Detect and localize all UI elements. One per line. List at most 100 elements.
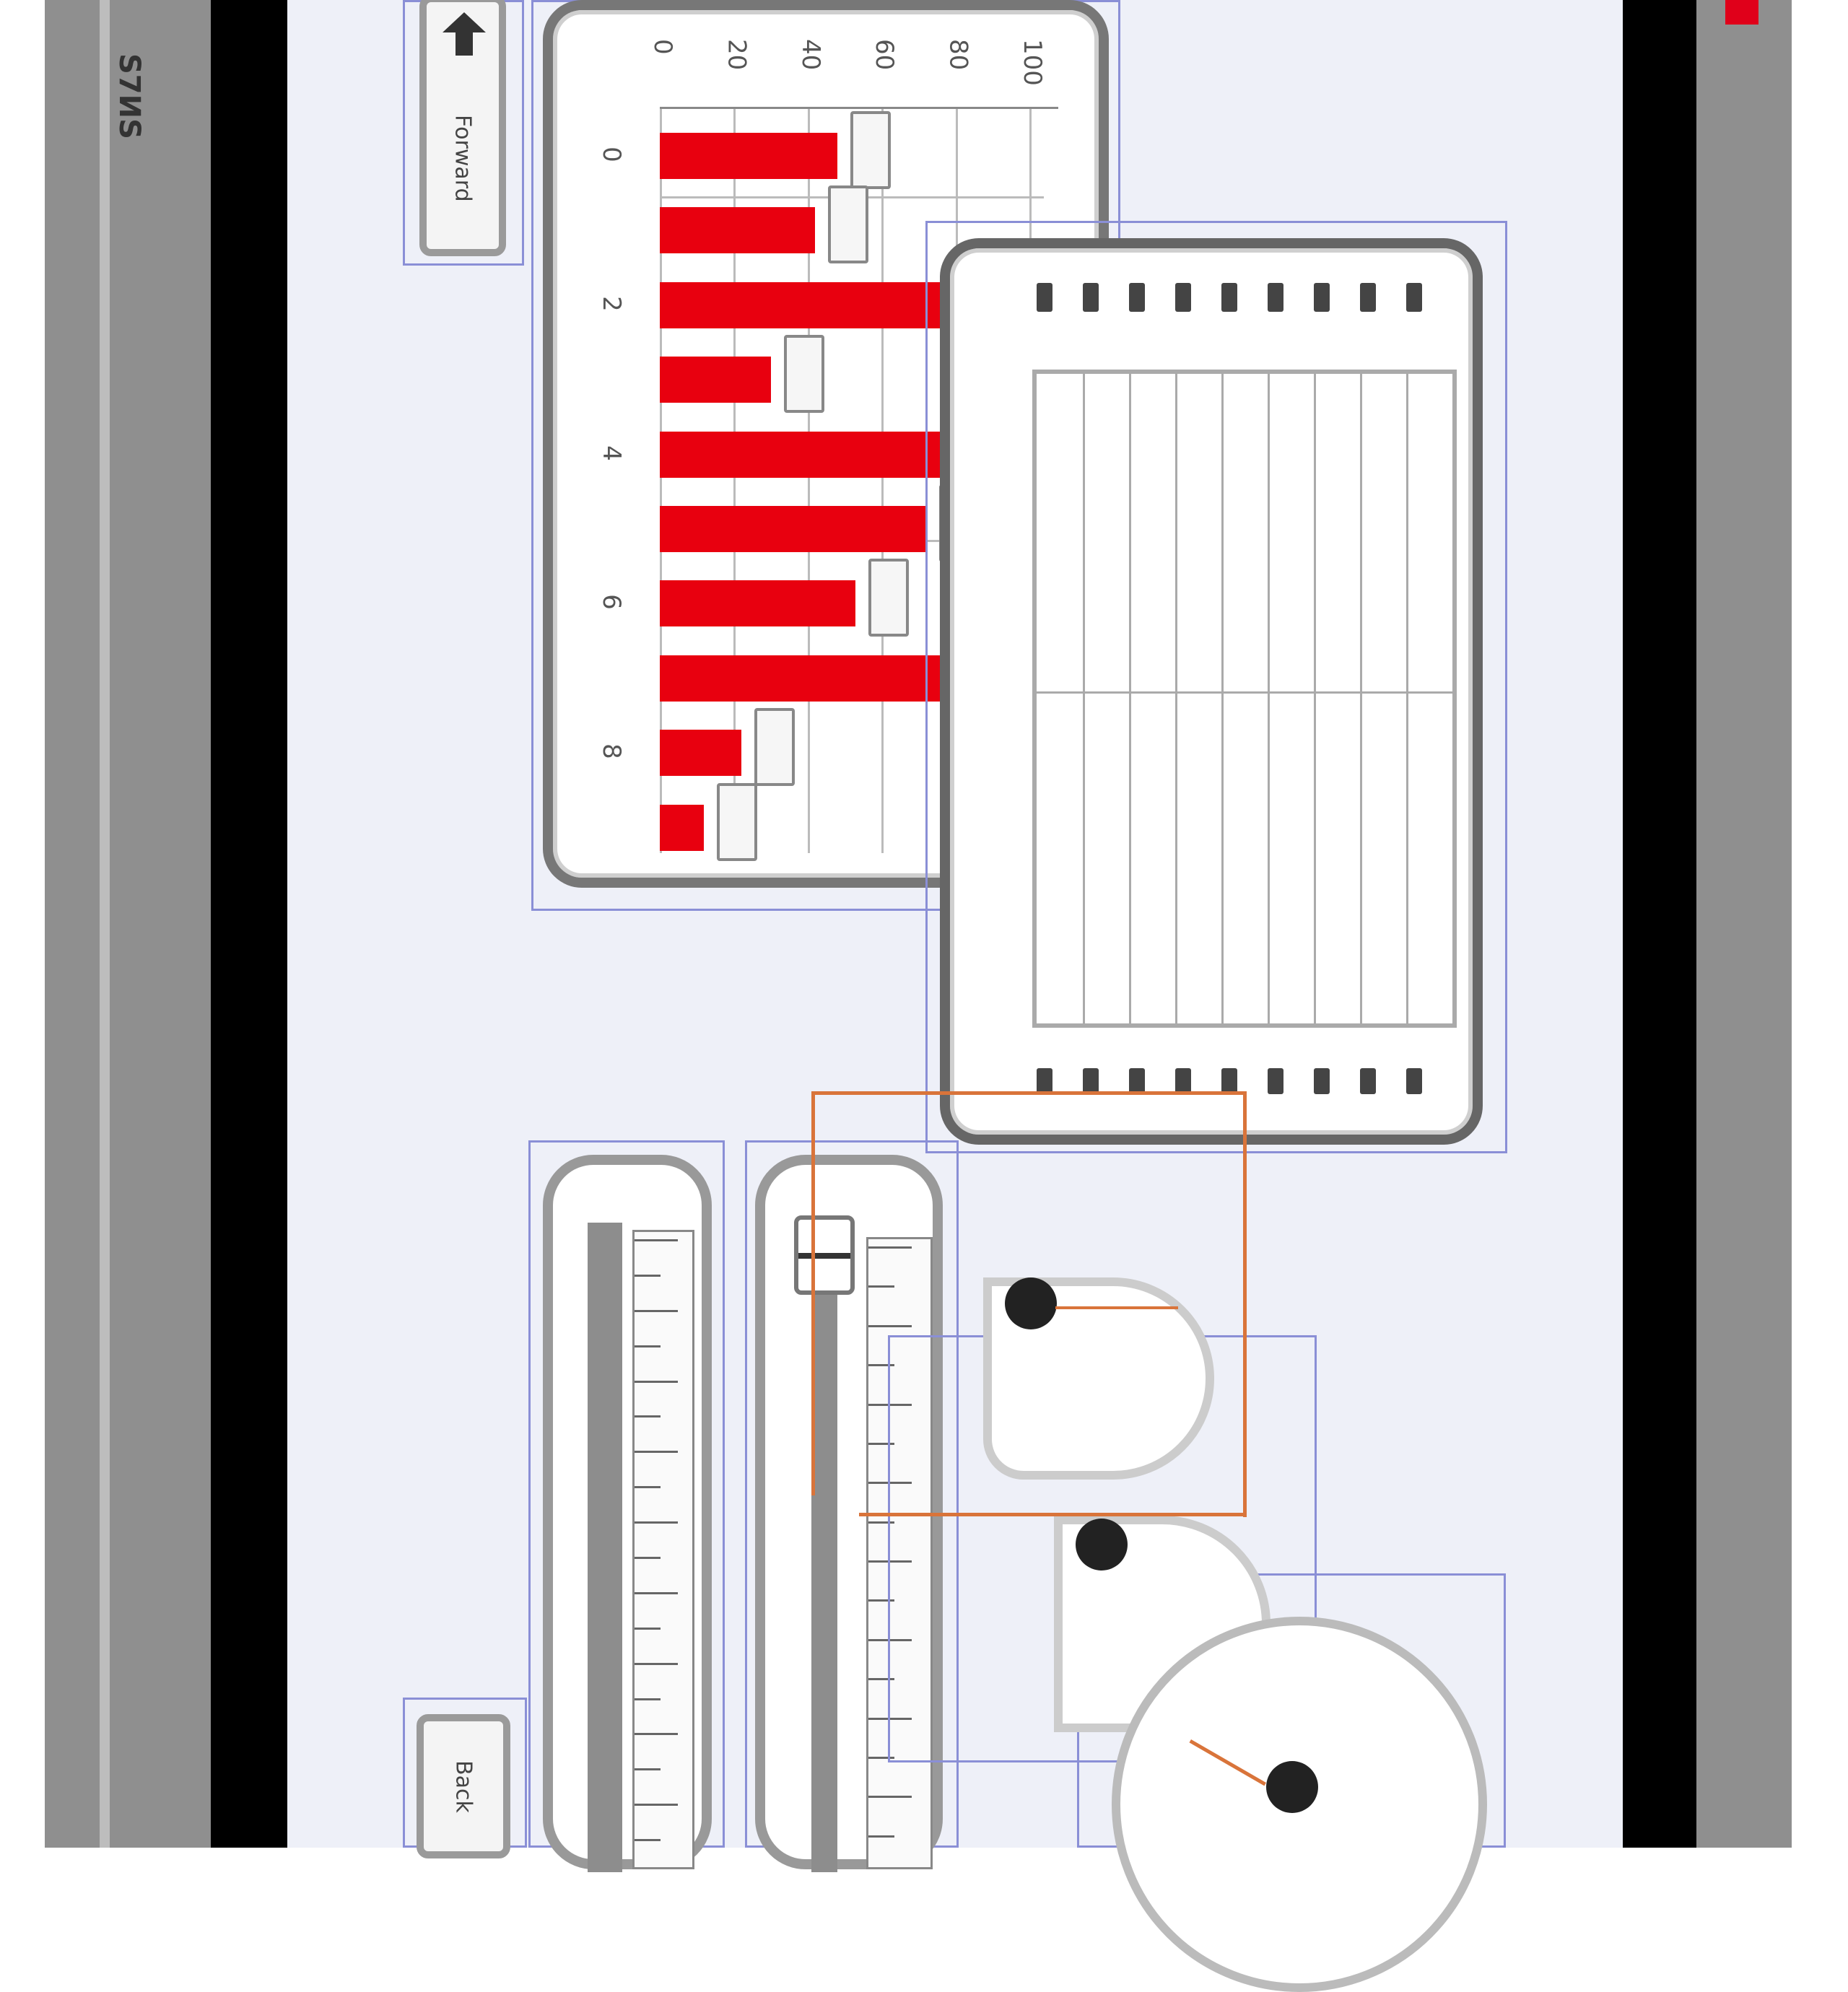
chart-bar[interactable] — [660, 506, 926, 552]
window-frame-left: S7ИS — [45, 0, 211, 1848]
knob-1[interactable] — [1005, 1277, 1057, 1329]
selection-box-back: Back — [403, 1698, 527, 1858]
slider-scale-tick — [868, 1599, 894, 1602]
slider-scale-tick — [868, 1835, 894, 1838]
wire-middle — [859, 1513, 1246, 1516]
slider-right-scale — [866, 1237, 933, 1869]
table-column-divider — [1360, 374, 1362, 1023]
chart-bar[interactable] — [660, 357, 771, 403]
slider-scale-tick — [635, 1486, 661, 1489]
table-column-divider — [1314, 374, 1316, 1023]
table-column-divider — [1129, 374, 1131, 1023]
slider-scale-tick — [635, 1415, 661, 1418]
chart-bar[interactable] — [660, 804, 705, 851]
table-cell-marker — [1129, 1068, 1145, 1094]
bezel-right — [1623, 0, 1696, 1848]
chart-value-tick-label: 60 — [870, 39, 899, 71]
table-cell-marker — [1221, 283, 1237, 312]
table-cell-marker — [1268, 283, 1283, 312]
back-button[interactable]: Back — [417, 1714, 510, 1858]
close-indicator[interactable] — [1725, 0, 1758, 25]
table-cell-marker — [1129, 283, 1145, 312]
table-cell-marker — [1406, 1068, 1422, 1094]
slider-scale-tick — [635, 1274, 661, 1277]
table-column-divider — [1221, 374, 1224, 1023]
chart-category-tick-label: 2 — [596, 295, 626, 312]
slider-scale-tick — [868, 1638, 912, 1641]
slider-scale-tick — [868, 1364, 894, 1367]
slider-scale-tick — [635, 1451, 678, 1454]
table-cell-marker — [1083, 283, 1099, 312]
chart-bar[interactable] — [660, 580, 856, 627]
slider-scale-tick — [868, 1403, 912, 1406]
slider-scale-tick — [635, 1591, 678, 1594]
chart-value-tick-label: 100 — [1018, 39, 1047, 86]
table-cell-marker — [1360, 283, 1376, 312]
chart-bar[interactable] — [660, 730, 741, 777]
chart-category-tick-label: 0 — [596, 147, 626, 162]
chart-bar[interactable] — [660, 655, 949, 702]
table-row-divider — [1037, 691, 1452, 694]
chart-bar[interactable] — [660, 133, 837, 179]
chart-bar[interactable] — [660, 281, 985, 328]
slider-left-rail[interactable] — [588, 1223, 622, 1872]
chart-value-tick-label: 80 — [943, 39, 973, 71]
table-cell-marker — [1037, 1068, 1052, 1094]
chart-bar[interactable] — [660, 207, 816, 254]
window-frame-right — [1696, 0, 1792, 1848]
slider-scale-tick — [868, 1756, 894, 1759]
slider-scale-tick — [868, 1324, 912, 1327]
table-column-divider — [1175, 374, 1177, 1023]
chart-gridline-x — [807, 107, 810, 853]
table-cell-marker — [1175, 1068, 1191, 1094]
table-cell-marker — [1037, 283, 1052, 312]
slider-right[interactable] — [755, 1155, 943, 1872]
table-cell-marker — [1314, 283, 1330, 312]
slider-left[interactable] — [543, 1155, 712, 1872]
wire-right — [1243, 1091, 1247, 1517]
bezel-left — [211, 0, 287, 1848]
arrow-up-icon — [437, 8, 492, 58]
table-column-divider — [1083, 374, 1085, 1023]
table-cell-marker — [1406, 283, 1422, 312]
table-header-row — [1031, 279, 1457, 318]
wire-knob-1 — [1055, 1306, 1178, 1309]
chart-data-label — [754, 708, 795, 787]
chart-data-label — [783, 335, 824, 414]
table-selection-box — [925, 221, 1507, 1153]
chart-data-label — [868, 559, 910, 637]
knob-3[interactable] — [1266, 1761, 1318, 1813]
slider-left-scale — [632, 1230, 694, 1869]
slider-scale-tick — [635, 1557, 661, 1559]
slider-scale-tick — [635, 1662, 678, 1665]
table-cell-marker — [1268, 1068, 1283, 1094]
window-side-label: S7ИS — [113, 53, 146, 139]
chart-value-tick-label: 20 — [722, 39, 751, 71]
forward-button[interactable]: Forward — [419, 0, 506, 256]
knob-2[interactable] — [1076, 1519, 1128, 1571]
table-panel — [940, 238, 1483, 1145]
slider-scale-tick — [635, 1345, 661, 1347]
chart-value-tick-label: 40 — [796, 39, 825, 71]
forward-button-label: Forward — [450, 114, 476, 202]
slider-scale-tick — [635, 1309, 678, 1312]
table-cell-marker — [1314, 1068, 1330, 1094]
slider-right-thumb[interactable] — [794, 1215, 855, 1295]
table-cell-marker — [1360, 1068, 1376, 1094]
chart-gridline-x — [660, 107, 662, 853]
slider-scale-tick — [635, 1380, 678, 1383]
slider-scale-tick — [868, 1717, 912, 1720]
slider-scale-tick — [868, 1796, 912, 1799]
slider-scale-tick — [635, 1768, 661, 1771]
slider-right-rail[interactable] — [811, 1295, 837, 1872]
chart-value-axis — [660, 107, 1058, 109]
slider-scale-tick — [635, 1521, 678, 1524]
chart-data-label — [828, 185, 869, 264]
table-footer-row — [1031, 1064, 1457, 1122]
chart-category-tick-label: 4 — [596, 445, 626, 461]
slider-scale-tick — [868, 1482, 912, 1485]
chart-category-tick-label: 6 — [596, 594, 626, 611]
slider-scale-tick — [868, 1521, 894, 1524]
slider-scale-tick — [635, 1698, 661, 1700]
